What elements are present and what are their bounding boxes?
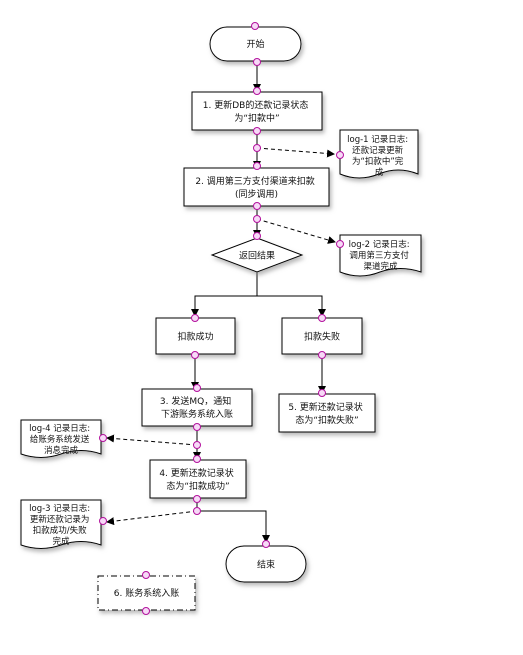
port-success-bottom[interactable] — [191, 351, 199, 359]
edge-log4 — [106, 434, 198, 446]
edge-decision-split — [191, 272, 258, 317]
log3-line-1: log-3 记录日志: — [29, 503, 90, 514]
log1-line-4: 成 — [375, 167, 384, 178]
edge-decision-failure — [257, 295, 326, 317]
step6-process[interactable]: 6. 账务系统入账 — [97, 575, 196, 611]
edge-step4-end — [196, 498, 270, 543]
port-step3-top[interactable] — [193, 384, 201, 392]
port-end-top[interactable] — [262, 540, 270, 548]
end-node[interactable]: 结束 — [225, 545, 307, 583]
port-log2-branch[interactable] — [253, 215, 261, 223]
port-decision-top[interactable] — [253, 232, 261, 240]
connection-ports — [99, 22, 344, 615]
port-log1-doc[interactable] — [336, 151, 344, 159]
step5-line-2: 态为“扣款失败” — [295, 414, 358, 426]
step2-label: 2. 调用第三方支付渠道来扣款 (同步调用) — [195, 175, 317, 200]
port-step2-bottom[interactable] — [253, 202, 261, 210]
log1-line-2: 还款记录更新 — [352, 145, 404, 156]
log2-text: log-2 记录日志: 调用第三方支付 渠道完成 — [349, 239, 413, 272]
step5-label: 5. 更新还款记录状 态为“扣款失败” — [288, 401, 365, 426]
log3-line-2: 更新还款记录为 — [30, 514, 90, 525]
port-step4-top[interactable] — [193, 455, 201, 463]
step3-process[interactable]: 3. 发送MQ，通知 下游账务系统入账 — [141, 388, 253, 427]
edge-log1 — [256, 147, 335, 158]
connectors — [191, 61, 326, 543]
log2-line-2: 调用第三方支付 — [349, 250, 409, 261]
failure-process[interactable]: 扣款失败 — [281, 317, 363, 355]
log-connectors — [106, 147, 336, 526]
log3-line-3: 扣款成功/失败 — [33, 525, 87, 536]
port-step1-bottom[interactable] — [253, 127, 261, 135]
edge-log2 — [256, 218, 336, 244]
port-step6-bottom[interactable] — [142, 607, 150, 615]
log4-line-2: 给账务系统发送 — [30, 434, 90, 445]
log2-document[interactable]: log-2 记录日志: 调用第三方支付 渠道完成 — [339, 234, 422, 277]
step4-process[interactable]: 4. 更新还款记录状 态为“扣款成功” — [149, 459, 247, 499]
success-label: 扣款成功 — [177, 331, 213, 343]
step1-line-1: 1. 更新DB的还款记录状态 — [203, 99, 309, 111]
port-log1-branch[interactable] — [253, 144, 261, 152]
step4-label: 4. 更新还款记录状 态为“扣款成功” — [159, 467, 236, 492]
start-node[interactable]: 开始 — [209, 26, 302, 62]
step4-line-2: 态为“扣款成功” — [166, 480, 229, 492]
end-label: 结束 — [257, 559, 275, 571]
port-start-bottom[interactable] — [253, 58, 261, 66]
decision-node[interactable]: 返回结果 — [210, 237, 304, 273]
step2-line-1: 2. 调用第三方支付渠道来扣款 — [195, 175, 314, 187]
log1-line-3: 为“扣款中”完 — [352, 156, 404, 167]
step2-line-2: (同步调用) — [235, 189, 278, 200]
log3-text: log-3 记录日志: 更新还款记录为 扣款成功/失败 完成 — [29, 503, 93, 547]
step4-line-1: 4. 更新还款记录状 — [159, 467, 233, 479]
step5-process[interactable]: 5. 更新还款记录状 态为“扣款失败” — [278, 393, 376, 433]
failure-label: 扣款失败 — [304, 331, 340, 343]
port-step5-top[interactable] — [318, 389, 326, 397]
step1-process[interactable]: 1. 更新DB的还款记录状态 为“扣款中” — [191, 91, 323, 131]
port-step3-bottom[interactable] — [193, 423, 201, 431]
step5-line-1: 5. 更新还款记录状 — [288, 401, 362, 413]
edge-log3 — [106, 510, 198, 526]
log4-text: log-4 记录日志: 给账务系统发送 消息完成 — [29, 423, 93, 456]
port-success-top[interactable] — [191, 314, 199, 322]
log4-document[interactable]: log-4 记录日志: 给账务系统发送 消息完成 — [20, 419, 102, 458]
step3-line-2: 下游账务系统入账 — [161, 408, 233, 420]
port-failure-bottom[interactable] — [318, 351, 326, 359]
step3-label: 3. 发送MQ，通知 下游账务系统入账 — [160, 395, 234, 420]
step1-label: 1. 更新DB的还款记录状态 为“扣款中” — [203, 99, 311, 124]
port-log3-doc[interactable] — [99, 517, 107, 525]
port-step4-bottom[interactable] — [193, 495, 201, 503]
log2-line-1: log-2 记录日志: — [349, 239, 410, 250]
port-step6-top[interactable] — [142, 571, 150, 579]
log3-document[interactable]: log-3 记录日志: 更新还款记录为 扣款成功/失败 完成 — [20, 499, 102, 549]
log1-line-1: log-1 记录日志: — [347, 134, 408, 145]
port-start-top[interactable] — [251, 22, 259, 30]
log4-line-1: log-4 记录日志: — [29, 423, 90, 434]
port-log3-branch[interactable] — [193, 507, 201, 515]
port-log2-doc[interactable] — [336, 240, 344, 248]
port-step1-top[interactable] — [253, 87, 261, 95]
step2-process[interactable]: 2. 调用第三方支付渠道来扣款 (同步调用) — [183, 167, 330, 207]
port-failure-top[interactable] — [318, 314, 326, 322]
port-step2-top[interactable] — [253, 162, 261, 170]
log3-line-4: 完成 — [52, 536, 70, 547]
decision-label: 返回结果 — [239, 250, 275, 262]
step3-line-1: 3. 发送MQ，通知 — [160, 395, 231, 407]
port-log4-branch[interactable] — [193, 441, 201, 449]
step6-label: 6. 账务系统入账 — [114, 587, 179, 599]
log1-text: log-1 记录日志: 还款记录更新 为“扣款中”完 成 — [347, 134, 411, 178]
log4-line-3: 消息完成 — [44, 445, 79, 456]
start-label: 开始 — [246, 38, 264, 50]
port-log4-doc[interactable] — [99, 434, 107, 442]
step1-line-2: 为“扣款中” — [234, 112, 279, 124]
log1-document[interactable]: log-1 记录日志: 还款记录更新 为“扣款中”完 成 — [339, 129, 419, 179]
success-process[interactable]: 扣款成功 — [155, 317, 236, 355]
log2-line-3: 渠道完成 — [363, 261, 398, 272]
